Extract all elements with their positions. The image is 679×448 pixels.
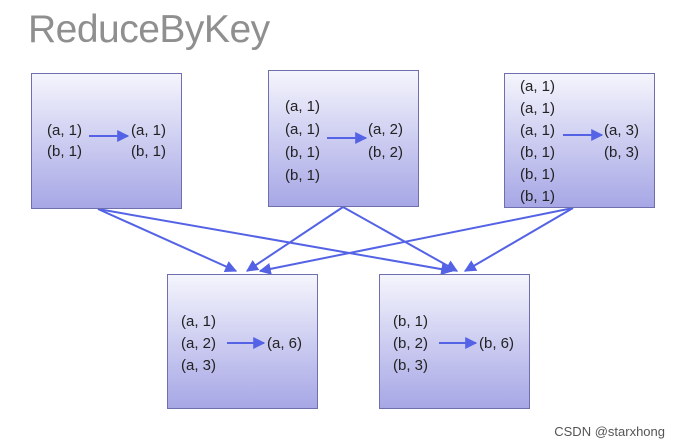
partition-2-input-3: (b, 1) bbox=[285, 144, 321, 161]
partition-2-output-1: (a, 2) bbox=[368, 121, 404, 138]
partition-3-input-6: (b, 1) bbox=[520, 188, 556, 205]
shuffle-arrow-p3-r1 bbox=[258, 207, 574, 275]
reducer-box-b: (b, 1) (b, 2) (b, 3) (b, 6) bbox=[379, 274, 530, 409]
reducer-b-input-2: (b, 2) bbox=[393, 335, 429, 352]
partition-3-output-2: (b, 3) bbox=[604, 144, 640, 161]
partition-1-output-1: (a, 1) bbox=[131, 122, 167, 139]
partition-1-input-1: (a, 1) bbox=[47, 122, 83, 139]
partition-3-input-1: (a, 1) bbox=[520, 78, 556, 95]
partition-2-input-4: (b, 1) bbox=[285, 167, 321, 184]
combine-arrow bbox=[563, 129, 604, 141]
partition-2-input-1: (a, 1) bbox=[285, 98, 321, 115]
watermark: CSDN @starxhong bbox=[554, 424, 665, 439]
shuffle-arrow-p2-r1 bbox=[246, 206, 344, 272]
shuffle-arrow-p1-r1 bbox=[97, 208, 238, 273]
reducer-b-input-3: (b, 3) bbox=[393, 357, 429, 374]
partition-2-output-2: (b, 2) bbox=[368, 144, 404, 161]
partition-box-1: (a, 1) (b, 1) (a, 1) (b, 1) bbox=[31, 73, 182, 209]
partition-box-3: (a, 1) (a, 1) (a, 1) (b, 1) (b, 1) (b, 1… bbox=[504, 73, 655, 208]
combine-arrow bbox=[89, 130, 130, 142]
partition-1-input-2: (b, 1) bbox=[47, 143, 83, 160]
reducer-b-input-1: (b, 1) bbox=[393, 313, 429, 330]
diagram-title: ReduceByKey bbox=[28, 8, 270, 51]
reducer-box-a: (a, 1) (a, 2) (a, 3) (a, 6) bbox=[167, 274, 318, 409]
reduce-arrow bbox=[227, 337, 266, 349]
partition-3-output-1: (a, 3) bbox=[604, 122, 640, 139]
partition-1-output-2: (b, 1) bbox=[131, 143, 167, 160]
reducer-a-input-1: (a, 1) bbox=[181, 313, 217, 330]
reducer-b-output: (b, 6) bbox=[479, 335, 515, 352]
partition-box-2: (a, 1) (a, 1) (b, 1) (b, 1) (a, 2) (b, 2… bbox=[268, 70, 419, 207]
combine-arrow bbox=[327, 132, 368, 144]
partition-3-input-5: (b, 1) bbox=[520, 166, 556, 183]
shuffle-arrow-p3-r2 bbox=[463, 207, 574, 272]
reducer-a-input-3: (a, 3) bbox=[181, 357, 217, 374]
partition-3-input-2: (a, 1) bbox=[520, 100, 556, 117]
reducer-a-input-2: (a, 2) bbox=[181, 335, 217, 352]
reducer-a-output: (a, 6) bbox=[267, 335, 303, 352]
partition-3-input-3: (a, 1) bbox=[520, 122, 556, 139]
reduce-arrow bbox=[439, 337, 478, 349]
partition-3-input-4: (b, 1) bbox=[520, 144, 556, 161]
shuffle-arrow-p2-r2 bbox=[342, 206, 459, 272]
partition-2-input-2: (a, 1) bbox=[285, 121, 321, 138]
shuffle-arrow-p1-r2 bbox=[97, 208, 454, 276]
